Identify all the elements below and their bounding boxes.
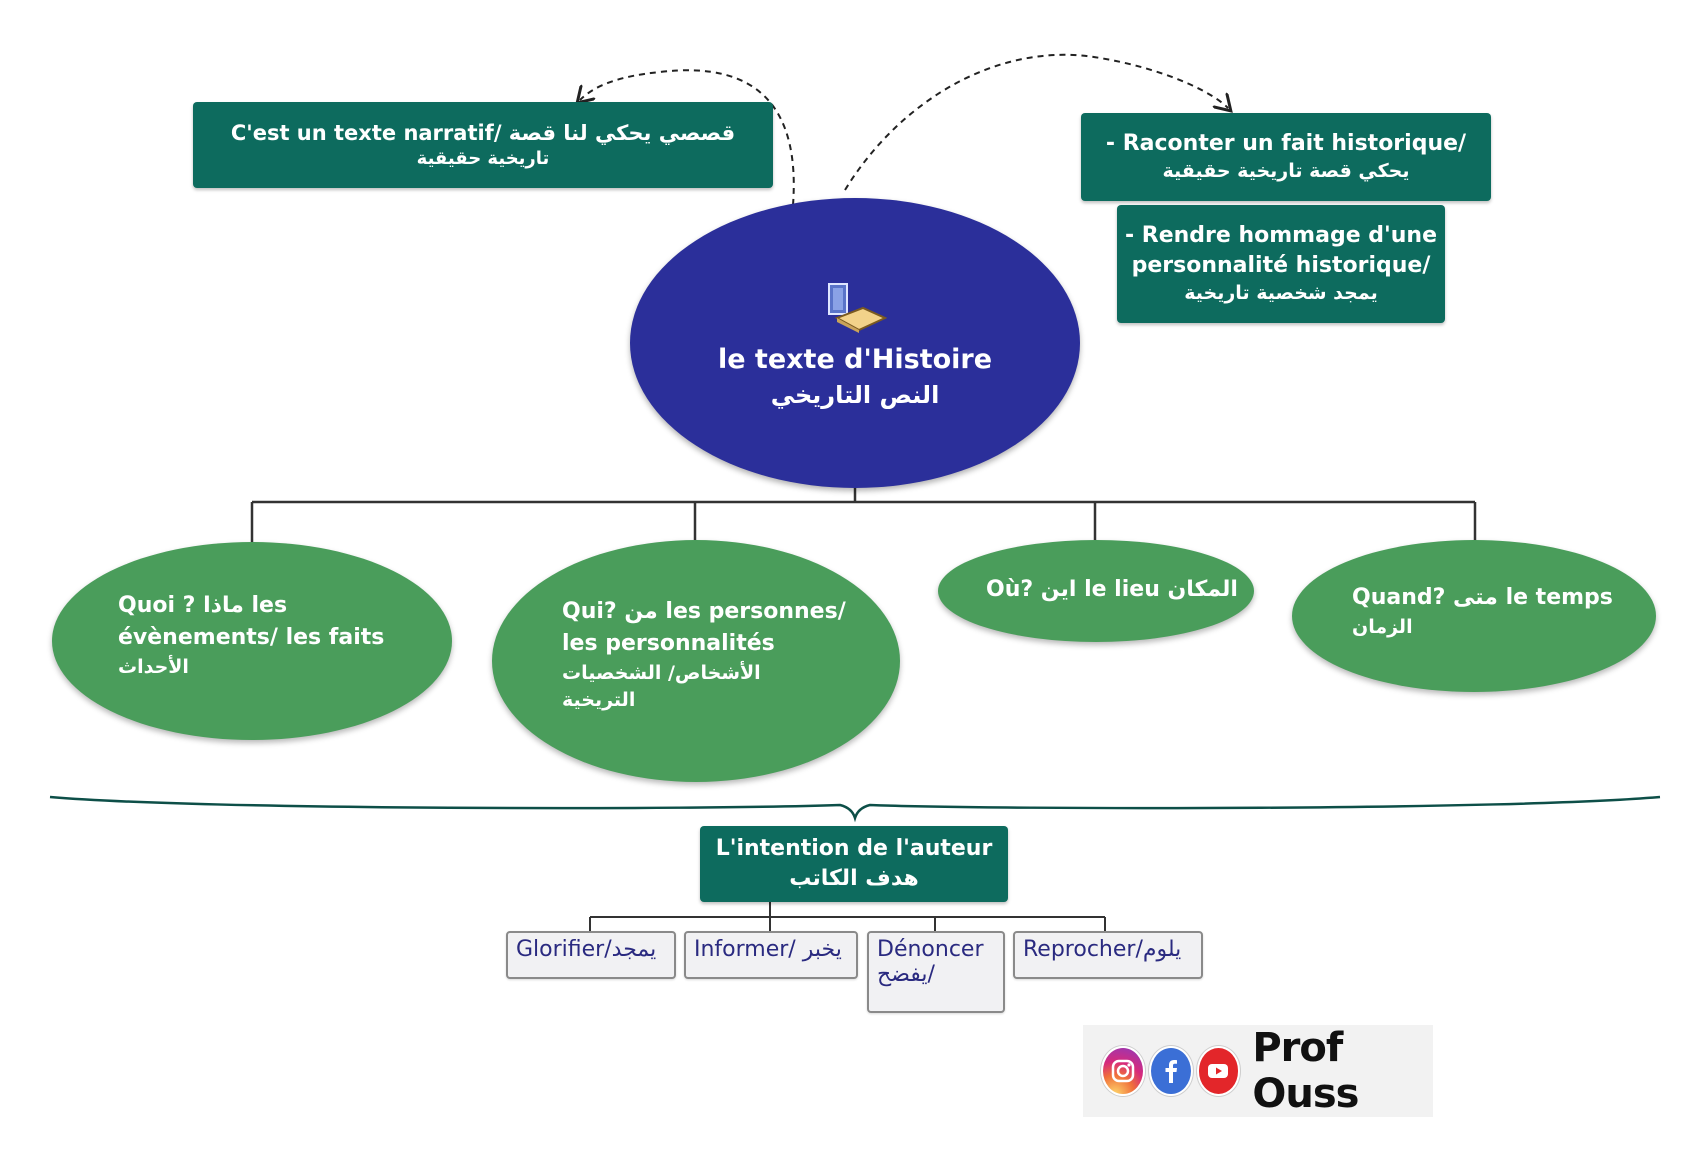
definition-line-1: C'est un texte narratif/ قصصي يحكي لنا ق… bbox=[230, 120, 736, 145]
central-topic: le texte d'Histoire النص التاريخي bbox=[630, 198, 1080, 488]
quand-line-2: الزمان bbox=[1352, 615, 1413, 638]
definition-line-2: تاريخية حقيقية bbox=[416, 148, 550, 170]
facebook-icon bbox=[1148, 1046, 1193, 1096]
goal-box-raconter: - Raconter un fait historique/ يحكي قصة … bbox=[1081, 113, 1491, 201]
qui-line-3: الأشخاص/ الشخصيات bbox=[562, 661, 761, 684]
goal-2-line-2: personnalité historique/ bbox=[1131, 253, 1431, 279]
definition-box: C'est un texte narratif/ قصصي يحكي لنا ق… bbox=[193, 102, 773, 188]
brand-name: Prof Ouss bbox=[1252, 1025, 1359, 1117]
question-quand: Quand? متى le temps الزمان bbox=[1292, 540, 1656, 692]
quoi-line-2: évènements/ les faits bbox=[118, 624, 385, 650]
intention-title: L'intention de l'auteur bbox=[715, 836, 993, 862]
ou-line-1: Où? اين le lieu المكان bbox=[986, 577, 1238, 602]
goal-2-line-1: - Rendre hommage d'une bbox=[1124, 223, 1438, 249]
intention-reprocher: Reprocher/يلوم bbox=[1013, 931, 1203, 979]
question-ou: Où? اين le lieu المكان bbox=[938, 540, 1254, 642]
brand-watermark: Prof Ouss bbox=[1083, 1025, 1433, 1117]
goal-box-hommage: - Rendre hommage d'une personnalité hist… bbox=[1117, 205, 1445, 323]
tree-branches bbox=[250, 488, 1477, 542]
goal-1-line-1: - Raconter un fait historique/ bbox=[1105, 131, 1467, 157]
quand-line-1: Quand? متى le temps bbox=[1352, 585, 1613, 610]
intention-denoncer: Dénoncer يفضح/ bbox=[867, 931, 1005, 1013]
intention-informer: Informer/ يخبر bbox=[684, 931, 858, 979]
goal-2-line-3: يمجد شخصية تاريخية bbox=[1184, 281, 1378, 304]
qui-line-4: التريخية bbox=[562, 689, 636, 712]
intention-box: L'intention de l'auteur هدف الكاتب bbox=[700, 826, 1008, 902]
quoi-line-1: Quoi ? ماذا les bbox=[118, 593, 288, 618]
denoncer-line-2: يفضح/ bbox=[877, 962, 935, 987]
goal-1-line-2: يحكي قصة تاريخية حقيقية bbox=[1162, 160, 1410, 183]
question-quoi: Quoi ? ماذا les évènements/ les faits ال… bbox=[52, 542, 452, 740]
youtube-icon bbox=[1196, 1046, 1241, 1096]
central-title: le texte d'Histoire bbox=[717, 343, 993, 375]
curly-brace bbox=[49, 795, 1661, 823]
intention-branches bbox=[589, 902, 1106, 931]
book-icon bbox=[828, 282, 887, 333]
question-qui: Qui? من les personnes/ les personnalités… bbox=[492, 540, 900, 782]
intention-title-ar: هدف الكاتب bbox=[789, 866, 919, 891]
qui-line-1: Qui? من les personnes/ bbox=[562, 599, 846, 624]
denoncer-line-1: Dénoncer bbox=[877, 937, 984, 962]
informer-label: Informer/ يخبر bbox=[694, 937, 842, 962]
central-title-ar: النص التاريخي bbox=[770, 380, 940, 409]
glorifier-label: Glorifier/يمجد bbox=[516, 937, 657, 962]
instagram-icon bbox=[1101, 1046, 1145, 1096]
intention-glorifier: Glorifier/يمجد bbox=[506, 931, 676, 979]
qui-line-2: les personnalités bbox=[562, 630, 775, 656]
quoi-line-3: الأحداث bbox=[118, 655, 189, 678]
reprocher-label: Reprocher/يلوم bbox=[1023, 937, 1182, 962]
